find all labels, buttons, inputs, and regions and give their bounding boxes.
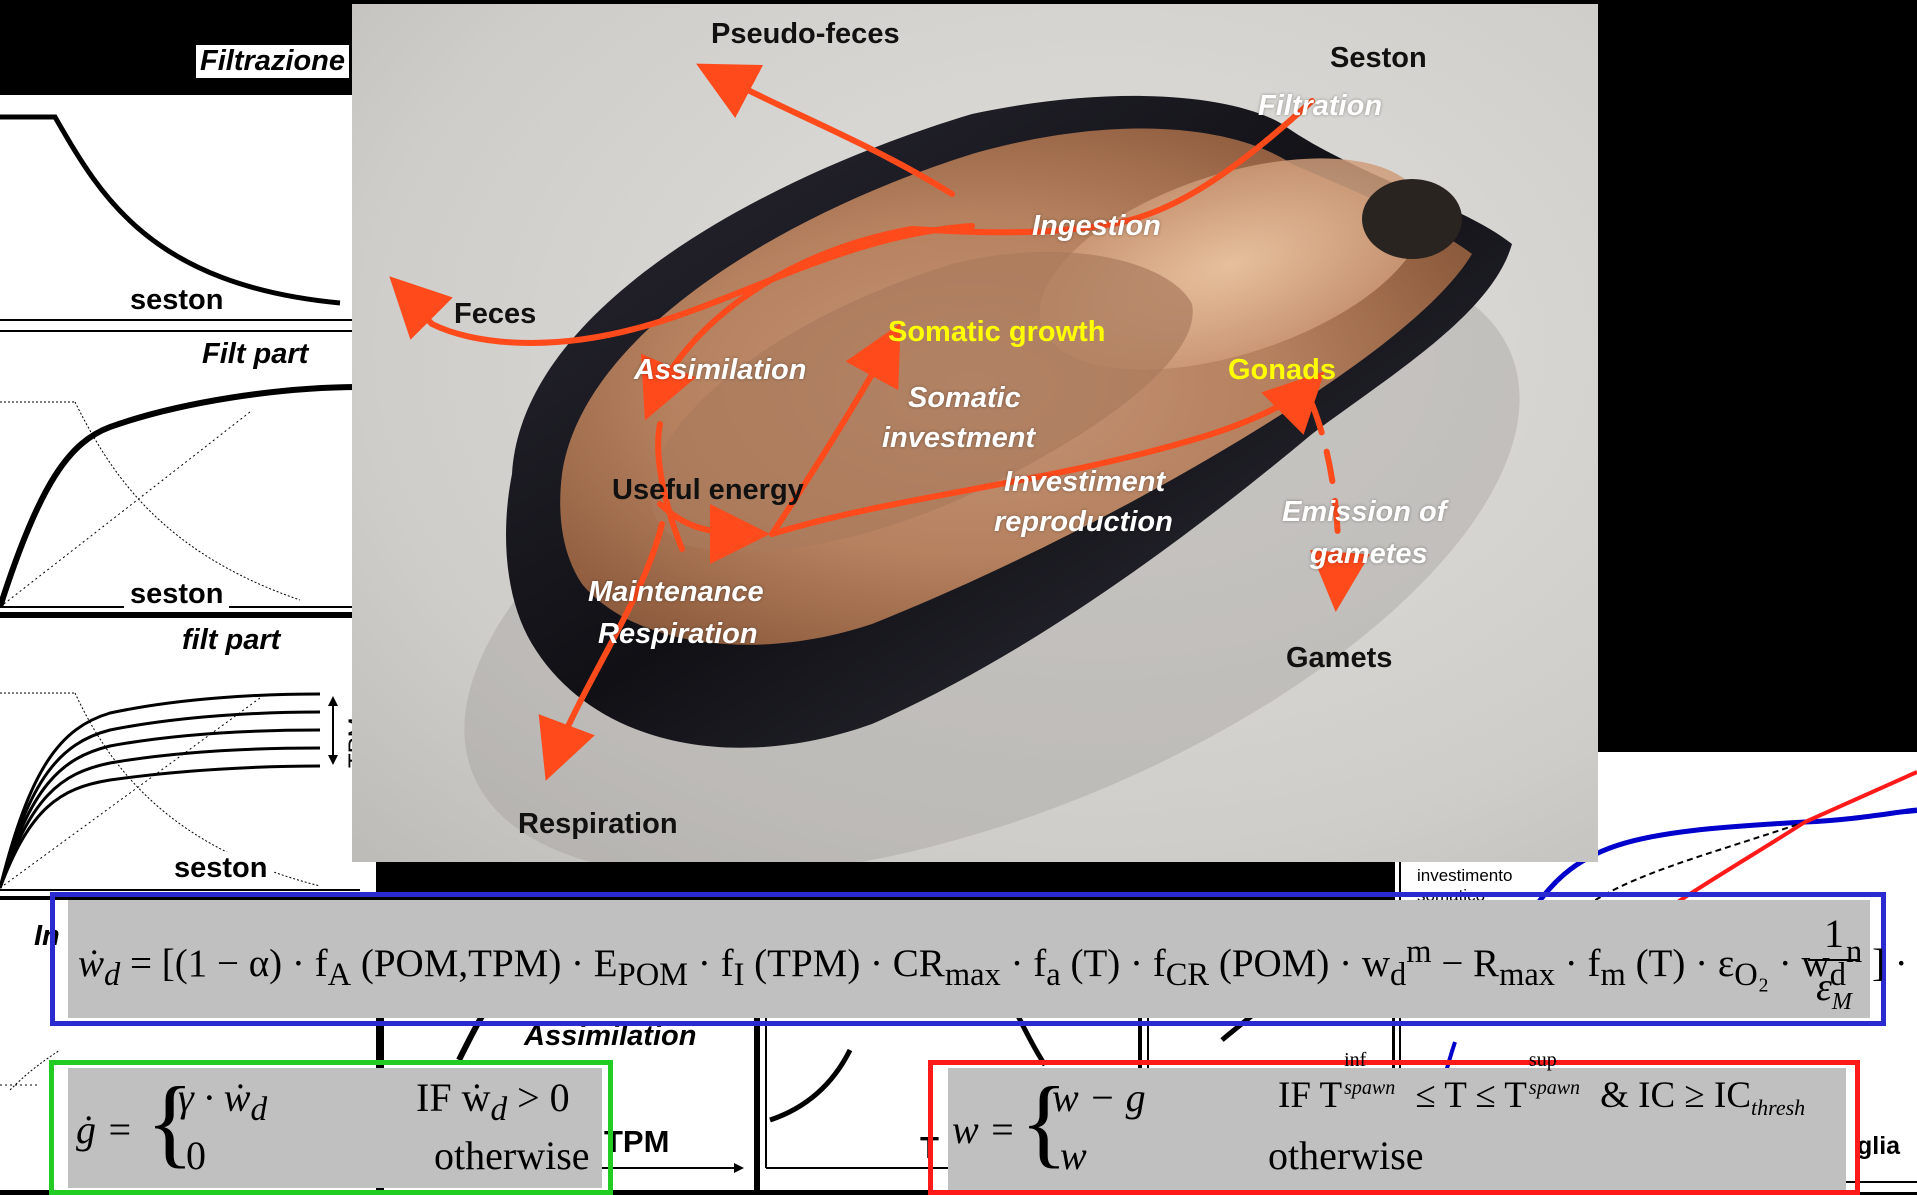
- growth-equation-box: ġ = { γ · ẇd IF ẇd > 0 0 otherwise: [68, 1068, 602, 1188]
- weight-ic-thresh: & IC ≥ IC: [1600, 1075, 1751, 1116]
- label-feces: Feces: [454, 298, 536, 331]
- eq-fraction: 1 εM: [1808, 910, 1860, 1018]
- eq-lhs-sub: d: [104, 957, 120, 993]
- growth-row1-condition: IF ẇd > 0: [416, 1074, 570, 1129]
- weight-row2-value: w: [1060, 1132, 1087, 1179]
- weight-row1-condition: IF T inf spawn ≤ T ≤ T sup spawn & IC ≥ …: [1278, 1074, 1805, 1123]
- eq-part-2: (POM,TPM) · E: [361, 942, 618, 985]
- label-somatic-2: investment: [882, 422, 1035, 455]
- panel-title-filt-part: Filt part: [198, 338, 312, 371]
- label-pseudo-feces: Pseudo-feces: [711, 18, 900, 51]
- growth-row1-sub: d: [250, 1091, 267, 1128]
- growth-gt-zero: > 0: [517, 1075, 570, 1120]
- growth-if: IF ẇ: [416, 1075, 490, 1120]
- weight-equation-box: w = { w − g IF T inf spawn ≤ T ≤ T sup s…: [948, 1068, 1846, 1190]
- panel-title-filtrazione: Filtrazione: [196, 45, 349, 78]
- weight-lhs: w =: [952, 1106, 1016, 1153]
- glia-axis-label: glia: [1857, 1132, 1900, 1161]
- label-emission-1: Emission of: [1282, 496, 1446, 529]
- growth-row2-value: 0: [186, 1132, 206, 1179]
- label-reproduction: reproduction: [994, 506, 1173, 539]
- label-gamets: Gamets: [1286, 642, 1392, 675]
- eq-sub-A: A: [328, 957, 351, 993]
- label-filtration: Filtration: [1258, 90, 1382, 123]
- eq-sub-max2: max: [1499, 957, 1555, 993]
- label-useful-energy: Useful energy: [612, 474, 804, 507]
- weight-sub-thresh: thresh: [1751, 1095, 1805, 1120]
- weight-sup-inf: inf: [1344, 1049, 1366, 1072]
- weight-le-t-le: ≤ T ≤ T: [1415, 1075, 1527, 1116]
- eq-sub-POM: POM: [618, 957, 688, 993]
- eq-part-12: ] ·: [1872, 942, 1908, 985]
- mussel-photo: Pseudo-feces Seston Filtration Ingestion…: [352, 4, 1598, 862]
- weight-sub-spawn2: spawn: [1529, 1077, 1580, 1100]
- eq-sub-a: a: [1046, 957, 1060, 993]
- eq-frac-den-sub: M: [1832, 989, 1852, 1015]
- eq-part-10: (T) · ε: [1636, 942, 1735, 985]
- weight-row2-otherwise: otherwise: [1268, 1132, 1424, 1179]
- eq-lhs: ẇ: [78, 942, 104, 985]
- axis-label-seston-3: seston: [168, 852, 273, 885]
- label-investiment: Investiment: [1004, 466, 1165, 499]
- main-equation-box: ẇd = [(1 − α) · fA (POM,TPM) · EPOM · fI…: [68, 900, 1870, 1018]
- eq-part-5: · f: [1011, 942, 1047, 985]
- eq-sub-d1: d: [1390, 957, 1406, 993]
- label-assimilation: Assimilation: [634, 354, 806, 387]
- tpm-axis-label: TPM: [604, 1124, 669, 1160]
- eq-frac-den: ε: [1816, 964, 1832, 1009]
- label-somatic-1: Somatic: [908, 382, 1021, 415]
- eq-part-4: (TPM) · CR: [754, 942, 945, 985]
- weight-if-t: IF T: [1278, 1075, 1342, 1116]
- growth-if-sub: d: [490, 1091, 507, 1128]
- growth-lhs: ġ =: [76, 1106, 133, 1153]
- eq-sub-m: m: [1601, 957, 1626, 993]
- eq-part-9: · f: [1565, 942, 1601, 985]
- weight-row1-expr: w − g: [1052, 1074, 1146, 1121]
- eq-sub-max1: max: [945, 957, 1001, 993]
- eq-sub-CR: CR: [1166, 957, 1209, 993]
- growth-row1: γ · ẇd: [178, 1074, 267, 1129]
- label-respiration: Respiration: [518, 808, 678, 841]
- eq-sub-I: I: [734, 957, 745, 993]
- filt-part-curves: [0, 332, 376, 612]
- axis-label-seston-1: seston: [124, 284, 229, 317]
- panel-filt-part: [0, 332, 376, 612]
- eq-frac-num: 1: [1808, 910, 1860, 957]
- panel-title-filt-part-2: filt part: [178, 624, 284, 657]
- eq-part-1: = [(1 − α) · f: [130, 942, 328, 985]
- axis-label-seston-2: seston: [124, 578, 229, 611]
- main-equation: ẇd = [(1 − α) · fA (POM,TPM) · EPOM · fI…: [78, 934, 1908, 994]
- growth-row2-otherwise: otherwise: [434, 1132, 590, 1179]
- eq-sup-m: m: [1406, 934, 1431, 970]
- eq-part-7: (POM) · w: [1219, 942, 1390, 985]
- eq-sub-O2: O₂: [1734, 957, 1769, 993]
- label-gonads: Gonads: [1228, 354, 1336, 387]
- growth-row1-expr: γ · ẇ: [178, 1075, 250, 1120]
- eq-part-3: · f: [698, 942, 734, 985]
- investimento-label-1: investimento: [1417, 866, 1512, 886]
- eq-part-6: (T) · f: [1070, 942, 1165, 985]
- label-ingestion: Ingestion: [1032, 210, 1161, 243]
- weight-sub-spawn1: spawn: [1344, 1077, 1395, 1100]
- label-maintenance: Maintenance: [588, 576, 764, 609]
- weight-sup-sup: sup: [1529, 1049, 1557, 1072]
- eq-part-8: − R: [1441, 942, 1499, 985]
- label-somatic-growth: Somatic growth: [888, 316, 1106, 349]
- label-seston: Seston: [1330, 42, 1427, 75]
- label-maintenance-respiration: Respiration: [598, 618, 758, 651]
- label-emission-2: gametes: [1310, 538, 1428, 571]
